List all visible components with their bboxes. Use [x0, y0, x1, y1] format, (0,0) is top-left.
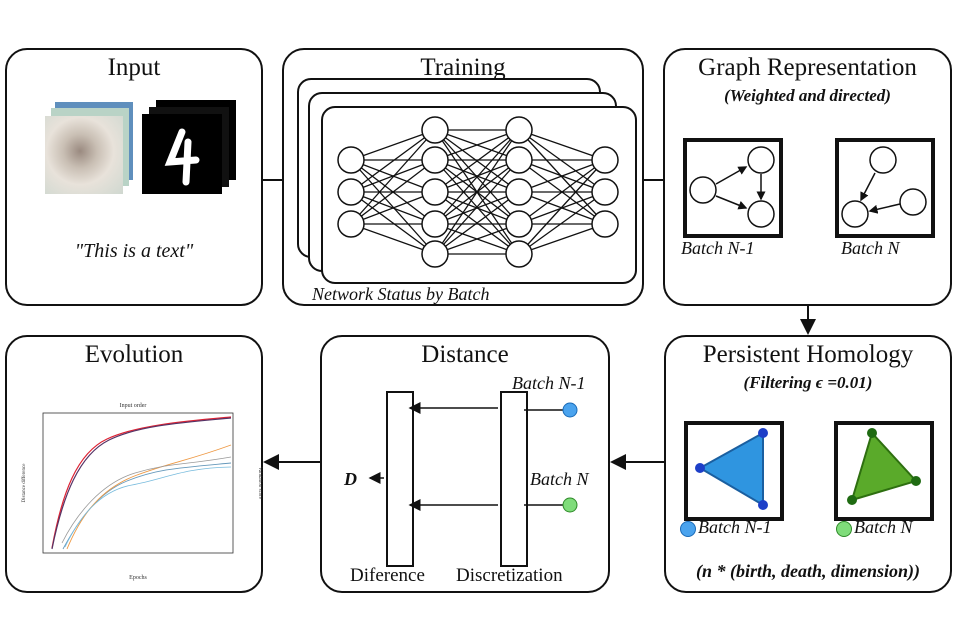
- graph-title: Graph Representation: [698, 54, 917, 81]
- blue-dot-legend: [680, 521, 696, 537]
- graph-box-prev: [683, 138, 783, 238]
- chart-title: Input order: [120, 403, 147, 409]
- evolution-chart: Input order Epochs Distance difference V…: [22, 403, 262, 581]
- neuron-l1-n0: [421, 116, 449, 144]
- neuron-l2-n4: [505, 240, 533, 268]
- chart-ylabel-left: Distance difference: [22, 463, 27, 503]
- homology-batch-prev: Batch N-1: [698, 517, 772, 537]
- neural-network-diagram: [337, 116, 619, 268]
- chart-lines: [51, 416, 232, 550]
- neuron-l0-n0: [337, 146, 365, 174]
- distance-panel: Distance Batch N-1 Batch N D Diference D…: [320, 335, 610, 593]
- image-stack-photo: [45, 102, 135, 194]
- homology-box-prev: [684, 421, 784, 521]
- network-edges: [350, 129, 606, 255]
- homology-box-curr: [834, 421, 934, 521]
- neuron-l1-n1: [421, 146, 449, 174]
- graph-box-curr: [835, 138, 935, 238]
- neuron-l3-n2: [591, 210, 619, 238]
- evolution-panel: Evolution Input order Epochs Distance di…: [5, 335, 263, 593]
- neuron-l0-n2: [337, 210, 365, 238]
- distance-d-label: D: [344, 469, 357, 489]
- chart-ylabel-right: Validation score: [257, 467, 262, 500]
- difference-label: Diference: [350, 565, 425, 586]
- neuron-l3-n0: [591, 146, 619, 174]
- mnist-digit-image: [142, 114, 222, 194]
- input-panel: Input "This is a text": [5, 48, 263, 306]
- training-panel: Training Network Status by Batch: [282, 48, 644, 306]
- neuron-l2-n3: [505, 210, 533, 238]
- text-example: "This is a text": [74, 240, 194, 262]
- distance-title: Distance: [421, 341, 509, 368]
- homology-subtitle: (Filtering ϵ =0.01): [743, 373, 873, 392]
- neuron-l1-n4: [421, 240, 449, 268]
- neuron-l1-n3: [421, 210, 449, 238]
- chart-xlabel: Epochs: [129, 575, 147, 581]
- green-dot-legend: [836, 521, 852, 537]
- homology-batch-curr: Batch N: [854, 517, 913, 537]
- neuron-l1-n2: [421, 178, 449, 206]
- neuron-l0-n1: [337, 178, 365, 206]
- distance-batch-curr: Batch N: [530, 469, 589, 489]
- purple-curve: [51, 417, 232, 550]
- difference-bar: [386, 391, 414, 567]
- image-stack-digit: [142, 100, 242, 200]
- graph-batch-prev: Batch N-1: [681, 238, 755, 258]
- homology-title: Persistent Homology: [702, 341, 914, 368]
- homology-panel: Persistent Homology (Filtering ϵ =0.01) …: [664, 335, 952, 593]
- homology-formula: (n * (birth, death, dimension)): [695, 561, 921, 581]
- network-layer-front: [321, 106, 637, 284]
- discretization-bar: [500, 391, 528, 567]
- distance-batch-prev: Batch N-1: [512, 373, 586, 393]
- evolution-title: Evolution: [84, 341, 184, 368]
- graph-panel: Graph Representation (Weighted and direc…: [663, 48, 952, 306]
- neuron-l2-n2: [505, 178, 533, 206]
- ostrich-photo: [45, 116, 123, 194]
- cyan-curve: [64, 466, 232, 548]
- graph-batch-curr: Batch N: [841, 238, 900, 258]
- training-caption: Network Status by Batch: [312, 284, 490, 304]
- training-title: Training: [420, 54, 506, 81]
- neuron-l2-n0: [505, 116, 533, 144]
- discretization-label: Discretization: [456, 565, 563, 586]
- graph-subtitle: (Weighted and directed): [724, 86, 891, 105]
- gray-curve: [61, 456, 232, 544]
- input-title: Input: [107, 54, 161, 81]
- red-curve: [51, 416, 232, 549]
- neuron-l2-n1: [505, 146, 533, 174]
- neuron-l3-n1: [591, 178, 619, 206]
- orange-curve: [66, 444, 232, 550]
